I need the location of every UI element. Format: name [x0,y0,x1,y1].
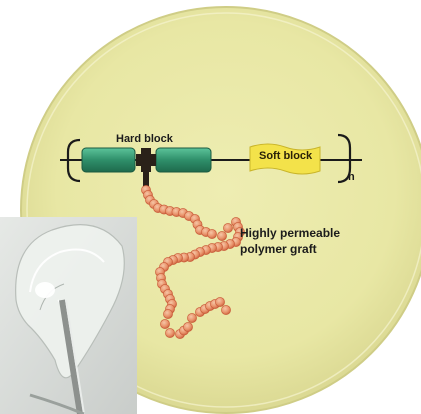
hard-block-label: Hard block [116,134,173,145]
graft-bead [160,319,169,328]
graft-label-line2: polymer graft [240,243,317,255]
graft-bead [163,309,172,318]
graft-bead [165,328,174,337]
graft-label-line1: Highly permeable [240,227,340,239]
graft-bead [217,231,226,240]
light-glare [35,282,55,298]
hard-block-left [82,148,135,172]
graft-bead [183,322,192,331]
graft-bead [221,305,230,314]
repeat-unit-label: n [348,172,355,183]
soft-block-label: Soft block [259,151,312,162]
inset-photo [0,217,137,414]
hard-block-right [156,148,211,172]
graft-bead [187,313,196,322]
graft-bead [207,229,216,238]
graft-bead [215,297,224,306]
graft-bead [223,223,232,232]
